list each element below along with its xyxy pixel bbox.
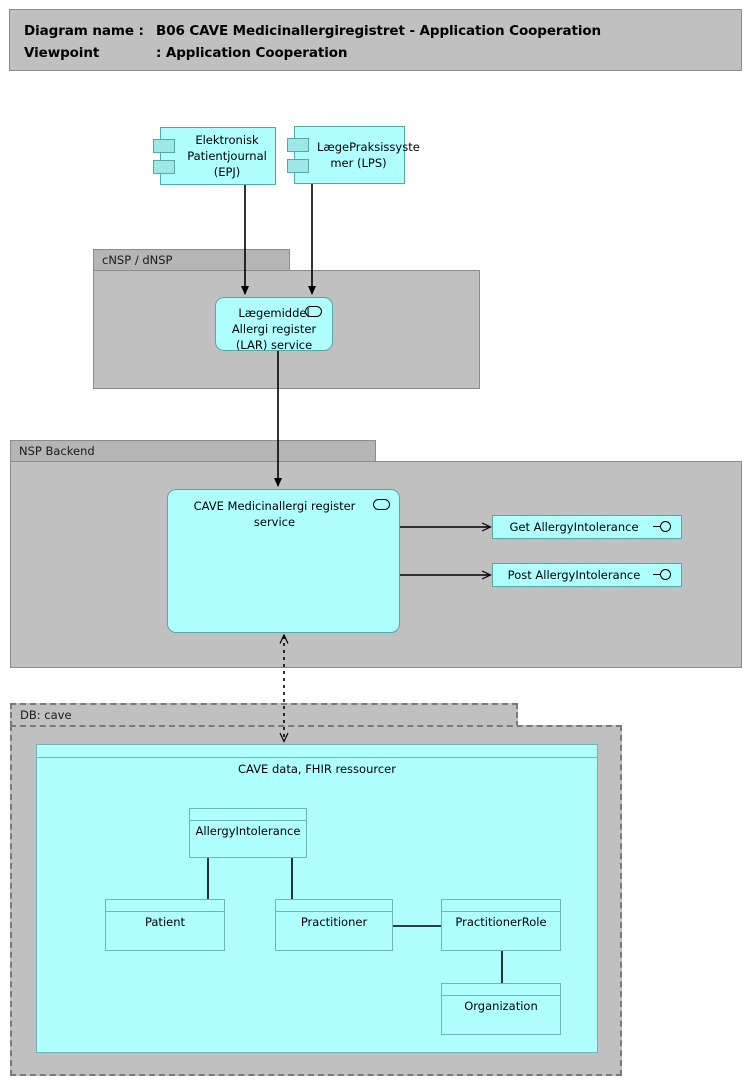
component-tab-lower [153,160,175,174]
service-cave-register[interactable]: CAVE Medicinallergi register service [167,489,400,633]
diagram-name-value: B06 CAVE Medicinallergiregistret - Appli… [156,23,602,39]
service-lar[interactable]: Lægemiddel Allergi register (LAR) servic… [215,297,333,352]
entity-header-bar [442,984,560,996]
entity-practitionerrole-label: PractitionerRole [455,915,547,929]
component-tab-upper [287,138,309,152]
entity-practitioner[interactable]: Practitioner [275,899,393,951]
entity-header-bar [276,900,392,912]
interface-get-allergyintolerance-label: Get AllergyIntolerance [509,520,639,534]
entity-patient-label: Patient [144,915,186,929]
application-service-oval-icon [305,306,322,317]
group-db-cave-tab: DB: cave [10,703,518,727]
data-object-header-bar [37,745,597,758]
diagram-name-line: Diagram name : B06 CAVE Medicinallergireg… [24,23,601,39]
service-lar-label: Lægemiddel Allergi register (LAR) servic… [231,306,317,352]
entity-allergyintolerance-label: AllergyIntolerance [195,824,301,838]
diagram-title-box: Diagram name : B06 CAVE Medicinallergireg… [9,9,742,71]
component-epj-label: Elektronisk Patientjournal (EPJ) [187,133,267,179]
viewpoint-value: : Application Cooperation [156,45,348,61]
diagram-name-label: Diagram name : [24,23,144,39]
entity-patient[interactable]: Patient [105,899,225,951]
provided-interface-lollipop-icon [653,569,673,581]
entity-practitioner-label: Practitioner [300,915,368,929]
application-service-oval-icon [373,499,390,510]
entity-header-bar [106,900,224,912]
group-db-cave-label: DB: cave [20,708,72,722]
entity-practitionerrole[interactable]: PractitionerRole [441,899,561,951]
entity-allergyintolerance[interactable]: AllergyIntolerance [189,808,307,858]
entity-organization[interactable]: Organization [441,983,561,1035]
service-cave-register-label: CAVE Medicinallergi register service [193,499,356,529]
entity-header-bar [190,809,306,821]
group-cnsp-dnsp-label: cNSP / dNSP [102,253,173,267]
viewpoint-label: Viewpoint [24,45,100,61]
group-nsp-backend-label: NSP Backend [19,444,95,458]
interface-get-allergyintolerance[interactable]: Get AllergyIntolerance [492,515,682,539]
component-tab-lower [287,159,309,173]
data-object-cave-data-label: CAVE data, FHIR ressourcer [238,762,396,776]
entity-organization-label: Organization [464,999,538,1013]
entity-header-bar [442,900,560,912]
provided-interface-lollipop-icon [653,521,673,533]
viewpoint-line: Viewpoint : Application Cooperation [24,45,348,61]
component-epj[interactable]: Elektronisk Patientjournal (EPJ) [153,127,276,185]
component-lps[interactable]: LægePraksissyste mer (LPS) [287,126,420,184]
component-tab-upper [153,139,175,153]
component-lps-label: LægePraksissyste mer (LPS) [317,140,420,170]
interface-post-allergyintolerance[interactable]: Post AllergyIntolerance [492,563,682,587]
interface-post-allergyintolerance-label: Post AllergyIntolerance [507,568,641,582]
